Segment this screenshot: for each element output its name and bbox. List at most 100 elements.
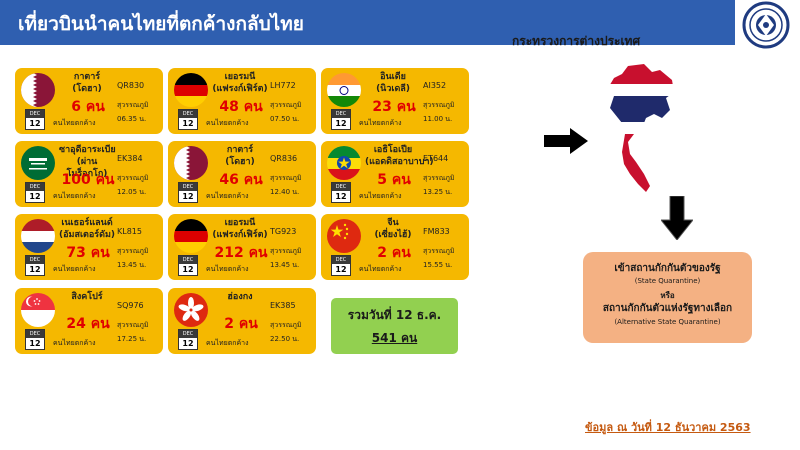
calendar-month: DEC: [332, 183, 350, 191]
country-name: เยอรมนี (แฟรงก์เฟิร์ต): [212, 71, 268, 95]
country-name: จีน (เซี่ยงไฮ้): [365, 217, 421, 241]
daily-total-box: รวมวันที่ 12 ธ.ค. 541 คน: [331, 298, 458, 354]
china-flag-icon: [327, 219, 361, 253]
state-quarantine-english: (State Quarantine): [634, 277, 701, 285]
country-line1: เยอรมนี: [224, 72, 256, 82]
passenger-label: คนไทยตกค้าง: [359, 119, 402, 127]
arrival-time: 12.05 น.: [117, 188, 147, 196]
country-line2: (อัมสเตอร์ดัม): [59, 230, 115, 240]
passenger-count: 212 คน: [214, 245, 268, 261]
flight-number: FM833: [423, 227, 450, 236]
airport-name: สุวรรณภูมิ: [117, 174, 149, 182]
country-line1: จีน: [387, 218, 399, 228]
passenger-count: 24 คน: [66, 316, 110, 332]
calendar-day: 12: [29, 192, 41, 201]
arrival-time: 12.40 น.: [270, 188, 300, 196]
country-line1: สิงคโปร์: [71, 292, 103, 302]
passenger-count: 46 คน: [219, 172, 263, 188]
arrival-time: 13.45 น.: [117, 261, 147, 269]
country-line1: อินเดีย: [380, 72, 406, 82]
flight-number: KL815: [117, 227, 142, 236]
hong-kong-flag-icon: [174, 293, 208, 327]
passenger-label: คนไทยตกค้าง: [53, 119, 96, 127]
country-line2: (เซี่ยงไฮ้): [374, 230, 412, 240]
passenger-count: 23 คน: [372, 99, 416, 115]
country-line2: (โดฮา): [225, 157, 255, 167]
country-name: อินเดีย (นิวเดลี): [365, 71, 421, 95]
arrival-time: 07.50 น.: [270, 115, 300, 123]
total-value: 541 คน: [371, 331, 418, 345]
country-line1: เอธิโอเปีย: [373, 145, 413, 155]
passenger-count: 6 คน: [71, 99, 105, 115]
flight-number: EK385: [270, 301, 296, 310]
passenger-label: คนไทยตกค้าง: [53, 192, 96, 200]
total-label: รวมวันที่ 12 ธ.ค.: [347, 308, 442, 322]
calendar-month: DEC: [26, 256, 44, 264]
passenger-label: คนไทยตกค้าง: [206, 119, 249, 127]
qatar-flag-icon: [174, 146, 208, 180]
state-quarantine-thai: เข้าสถานกักกันตัวของรัฐ: [614, 263, 721, 274]
germany-flag-icon: [174, 219, 208, 253]
thailand-map-icon: [608, 64, 674, 192]
ministry-label: กระทรวงการต่างประเทศ: [512, 34, 641, 48]
airport-name: สุวรรณภูมิ: [270, 321, 302, 329]
airport-name: สุวรรณภูมิ: [117, 247, 149, 255]
calendar-day: 12: [182, 119, 194, 128]
calendar-day: 12: [29, 265, 41, 274]
airport-name: สุวรรณภูมิ: [270, 174, 302, 182]
calendar-month: DEC: [179, 256, 197, 264]
calendar-month: DEC: [179, 110, 197, 118]
airport-name: สุวรรณภูมิ: [270, 247, 302, 255]
flight-number: ET644: [423, 154, 449, 163]
passenger-label: คนไทยตกค้าง: [53, 339, 96, 347]
arrival-time: 17.25 น.: [117, 335, 147, 343]
airport-name: สุวรรณภูมิ: [117, 321, 149, 329]
title-bar: เที่ยวบินนำคนไทยที่ตกค้างกลับไทย: [0, 0, 735, 45]
passenger-label: คนไทยตกค้าง: [359, 192, 402, 200]
country-line2: (แฟรงก์เฟิร์ต): [212, 230, 268, 240]
airport-name: สุวรรณภูมิ: [423, 247, 455, 255]
alternative-quarantine-thai: สถานกักกันตัวแห่งรัฐทางเลือก: [602, 303, 733, 314]
calendar-month: DEC: [179, 183, 197, 191]
country-line1: เยอรมนี: [224, 218, 256, 228]
country-name: กาตาร์ (โดฮา): [59, 71, 115, 95]
calendar-day: 12: [29, 339, 41, 348]
airport-name: สุวรรณภูมิ: [270, 101, 302, 109]
country-line1: เนเธอร์แลนด์: [61, 218, 113, 228]
passenger-count: 48 คน: [219, 99, 263, 115]
netherlands-flag-icon: [21, 219, 55, 253]
passenger-count: 100 คน: [61, 172, 115, 188]
country-line1: กาตาร์: [73, 72, 101, 82]
arrival-time: 13.25 น.: [423, 188, 453, 196]
airport-name: สุวรรณภูมิ: [117, 101, 149, 109]
country-name: สิงคโปร์: [59, 291, 115, 303]
alternative-quarantine-english: (Alternative State Quarantine): [614, 318, 721, 326]
passenger-label: คนไทยตกค้าง: [206, 339, 249, 347]
country-line2: (โดฮา): [72, 84, 102, 94]
header: เที่ยวบินนำคนไทยที่ตกค้างกลับไทย กระทรวง…: [0, 0, 800, 50]
arrival-time: 06.35 น.: [117, 115, 147, 123]
calendar-month: DEC: [332, 256, 350, 264]
country-line2: (แฟรงก์เฟิร์ต): [212, 84, 268, 94]
arrow-down-icon: [661, 196, 693, 240]
ministry-seal-icon: [742, 1, 790, 49]
calendar-month: DEC: [26, 183, 44, 191]
country-line2: (นิวเดลี): [376, 84, 410, 94]
country-name: เยอรมนี (แฟรงก์เฟิร์ต): [212, 217, 268, 241]
calendar-month: DEC: [332, 110, 350, 118]
arrival-time: 13.45 น.: [270, 261, 300, 269]
